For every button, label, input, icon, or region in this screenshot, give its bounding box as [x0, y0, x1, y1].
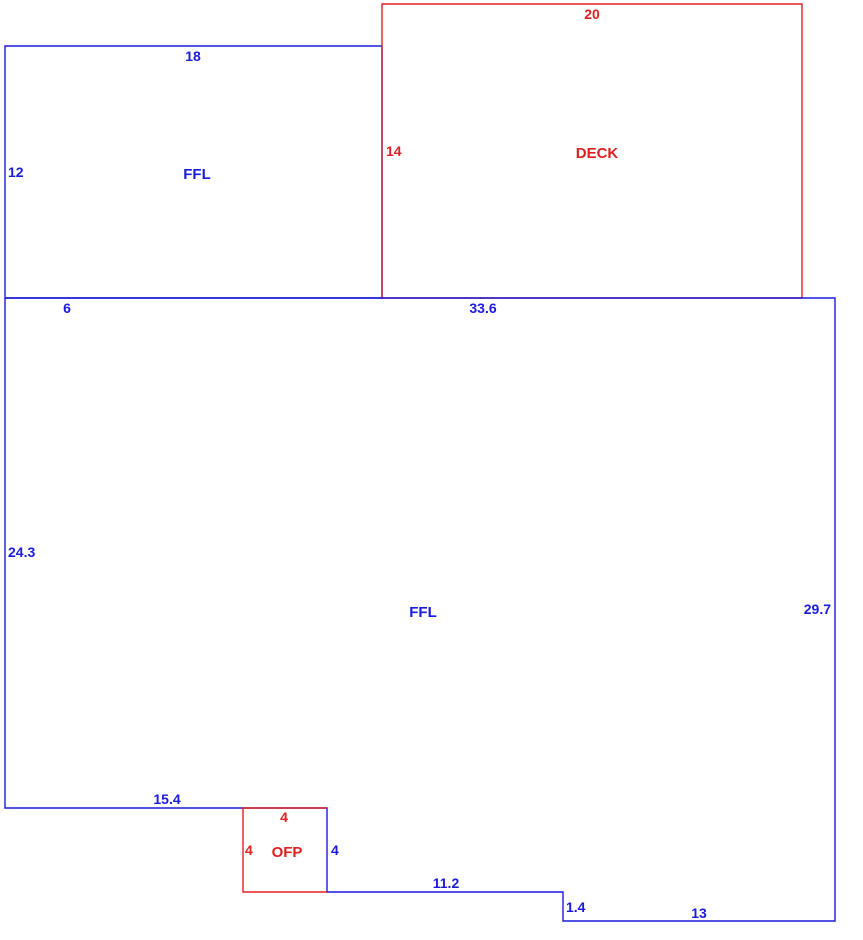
main-ffl-bottom-left-dim: 15.4	[153, 791, 180, 807]
main-ffl-step-dim: 1.4	[566, 899, 586, 915]
main-ffl-outline	[4, 297, 836, 922]
deck-top-dim: 20	[584, 6, 600, 22]
ofp-outline	[242, 807, 327, 893]
main-ffl-top-left-dim: 6	[63, 300, 71, 316]
upper-ffl-area-label: FFL	[183, 166, 211, 183]
ofp-left-dim: 4	[245, 842, 253, 858]
main-ffl-bottom-mid-dim: 11.2	[433, 875, 460, 891]
ofp-area-label: OFP	[272, 844, 303, 861]
deck-left-dim: 14	[386, 143, 402, 159]
main-ffl-area-label: FFL	[409, 604, 437, 621]
upper-ffl-left-dim: 12	[8, 164, 24, 180]
main-ffl-bottom-right-dim: 13	[691, 905, 707, 921]
deck-area-label: DECK	[576, 145, 619, 162]
main-ffl-left-dim: 24.3	[8, 544, 35, 560]
upper-ffl-top-dim: 18	[185, 48, 201, 64]
ofp-top-dim: 4	[280, 809, 288, 825]
main-ffl-notch-right-dim: 4	[331, 842, 339, 858]
main-ffl-right-dim: 29.7	[804, 601, 831, 617]
main-ffl-top-dim: 33.6	[469, 300, 496, 316]
